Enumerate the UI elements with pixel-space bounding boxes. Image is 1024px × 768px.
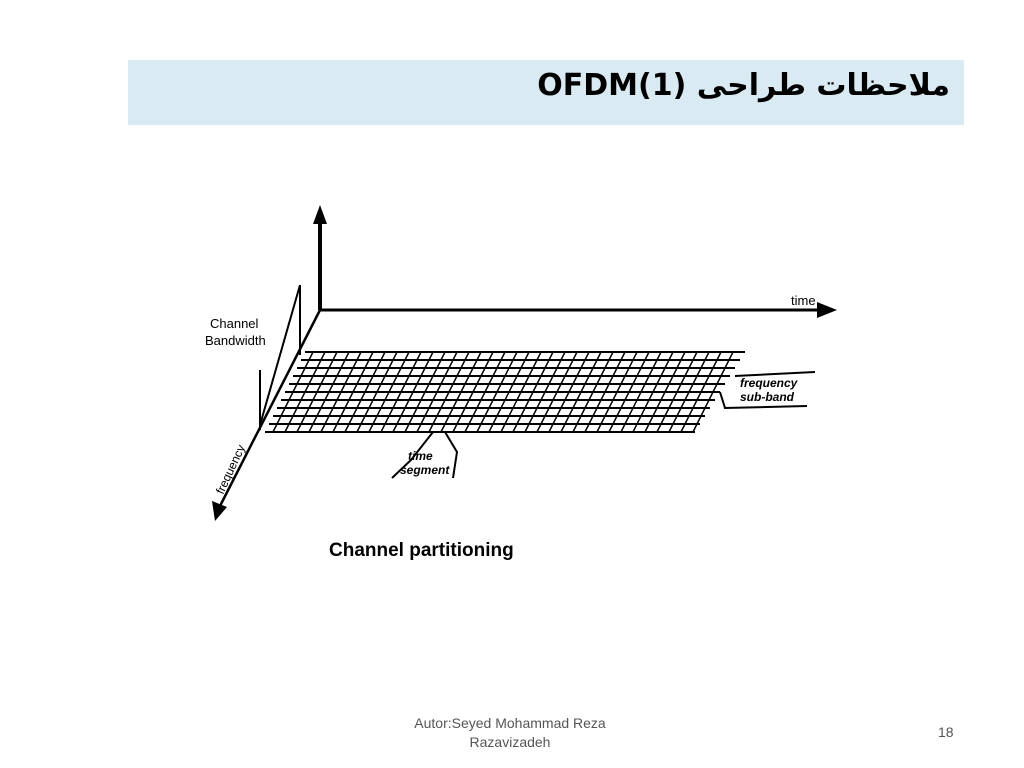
subband-label-line1: frequency — [740, 376, 799, 390]
time-axis-arrow — [817, 302, 837, 318]
timeseg-label-line1: time — [408, 449, 433, 463]
slide-title: ملاحظات طراحی OFDM(1) — [537, 68, 950, 103]
time-axis-label: time — [791, 293, 816, 308]
footer-author-line1: Autor:Seyed Mohammad Reza — [414, 715, 606, 731]
channel-partitioning-diagram: time frequency Channel Bandwidth — [205, 205, 837, 521]
frequency-axis — [217, 309, 322, 509]
bandwidth-bracket — [259, 284, 301, 426]
footer-author-line2: Razavizadeh — [469, 734, 551, 750]
partition-grid — [265, 351, 745, 433]
timeseg-bracket-right — [444, 431, 459, 479]
frequency-axis-arrow — [212, 501, 227, 521]
timeseg-label-line2: segment — [400, 463, 450, 477]
subband-bracket — [719, 391, 808, 410]
subband-callout-line — [734, 371, 816, 377]
vertical-axis-arrow — [313, 205, 327, 224]
subband-label-line2: sub-band — [740, 390, 795, 404]
footer-author: Autor:Seyed Mohammad Reza Razavizadeh — [360, 714, 660, 752]
frequency-axis-label: frequency — [213, 443, 248, 497]
title-bar: ملاحظات طراحی OFDM(1) — [128, 60, 964, 125]
channel-label-line1: Channel — [210, 316, 259, 331]
timeseg-bracket-left — [391, 431, 434, 479]
page-number: 18 — [938, 724, 954, 740]
diagram-caption: Channel partitioning — [329, 540, 514, 561]
channel-label-line2: Bandwidth — [205, 333, 266, 348]
